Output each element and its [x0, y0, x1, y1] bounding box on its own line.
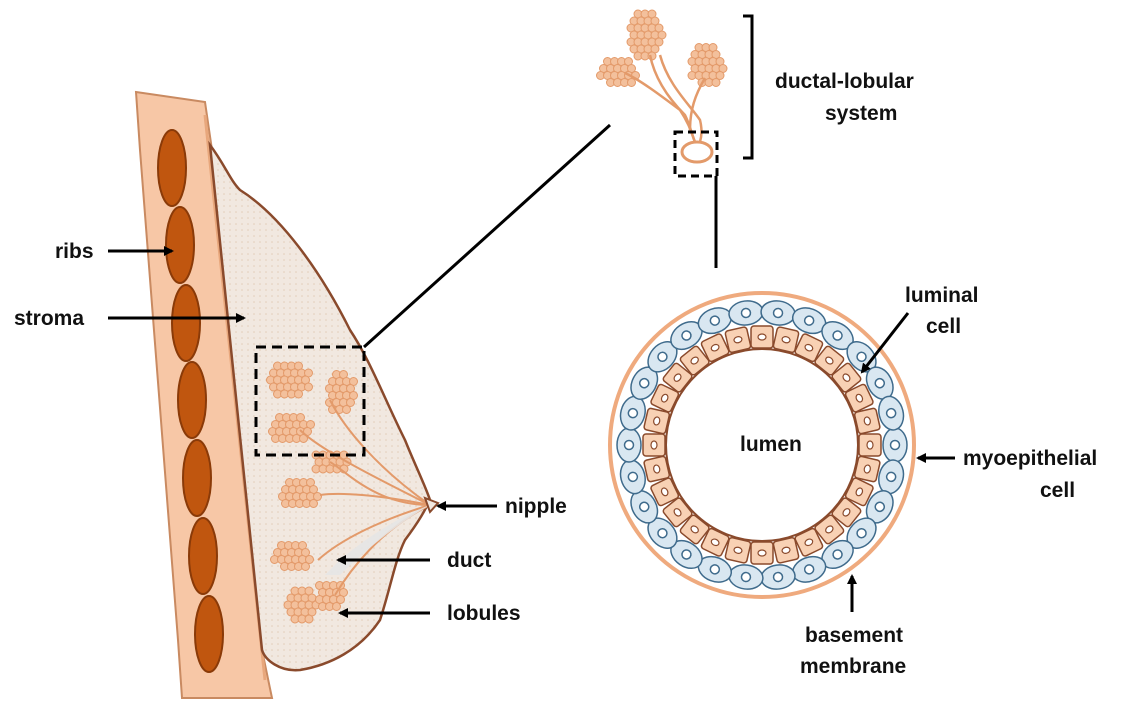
lobule-acinus — [343, 406, 351, 414]
luminal-cell — [751, 326, 773, 348]
label-stroma: stroma — [14, 307, 84, 330]
lobule-acinus — [305, 615, 313, 623]
label-lumen: lumen — [740, 433, 802, 456]
lobule-acinus — [295, 390, 303, 398]
rib — [166, 207, 194, 283]
lobule-acinus — [310, 500, 318, 508]
lobule-cluster — [597, 58, 640, 87]
label-myoepithelial-cell: cell — [1040, 479, 1075, 502]
lobule-cluster — [688, 44, 727, 87]
label-ductal-lobular: ductal-lobular — [775, 70, 914, 93]
rib — [172, 285, 200, 361]
rib — [195, 596, 223, 672]
lobule-acinus — [712, 79, 720, 87]
lobule-acinus — [305, 383, 313, 391]
myoepithelial-cell — [617, 428, 641, 462]
label-nipple: nipple — [505, 495, 567, 518]
label-luminal: luminal — [905, 284, 979, 307]
label-membrane: membrane — [800, 655, 906, 678]
luminal-cell — [751, 542, 773, 564]
label-basement: basement — [805, 624, 903, 647]
ductal-lobular-system — [597, 10, 753, 268]
luminal-cell — [859, 434, 881, 456]
label-system: system — [825, 102, 897, 125]
system-lobules — [597, 10, 728, 87]
zoom-connector-line — [364, 125, 610, 347]
label-myoepithelial: myoepithelial — [963, 447, 1097, 470]
system-duct-cross-section — [682, 142, 712, 162]
luminal-cell — [854, 408, 880, 434]
system-bracket — [743, 16, 752, 158]
rib — [189, 518, 217, 594]
label-duct: duct — [447, 549, 491, 572]
system-duct — [650, 55, 695, 142]
lobule-acinus — [333, 603, 341, 611]
lobule-acinus — [628, 79, 636, 87]
rib — [158, 130, 186, 206]
lobule-cluster — [627, 10, 666, 60]
label-ribs: ribs — [55, 240, 94, 263]
luminal-cell — [773, 537, 799, 563]
label-lobules: lobules — [447, 602, 521, 625]
luminal-cell — [643, 434, 665, 456]
luminal-cell — [644, 456, 670, 482]
myoepithelial-cell — [883, 428, 907, 462]
luminal-cell — [725, 327, 751, 353]
label-luminal-cell: cell — [926, 315, 961, 338]
nipple — [425, 498, 438, 512]
rib — [178, 362, 206, 438]
rib — [183, 440, 211, 516]
lobule-acinus — [302, 563, 310, 571]
